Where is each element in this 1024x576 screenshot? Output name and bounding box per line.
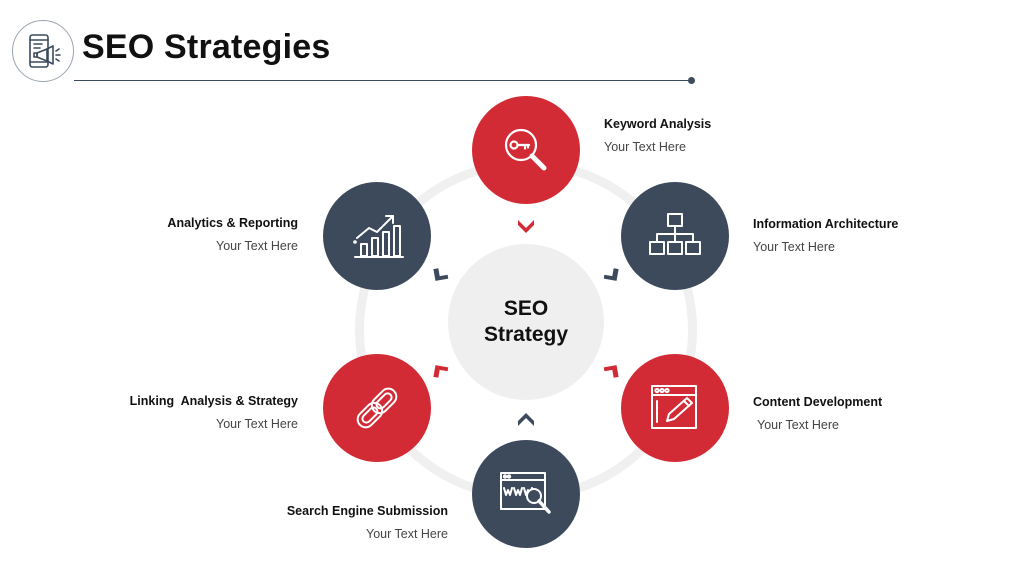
label-linking-analysis: Linking Analysis & Strategy Your Text He…: [58, 394, 298, 431]
label-search-engine-submission: Search Engine Submission Your Text Here: [208, 504, 448, 541]
node-subtitle: Your Text Here: [604, 140, 686, 154]
node-information-architecture: [621, 182, 729, 290]
center-hub: SEO Strategy: [448, 244, 604, 400]
chevron-corner-icon: [602, 364, 622, 384]
browser-pencil-icon: [651, 385, 697, 429]
node-title: Keyword Analysis: [604, 117, 712, 131]
center-title-line-1: SEO: [503, 297, 549, 320]
node-title: Information Architecture: [753, 217, 899, 231]
label-analytics-reporting: Analytics & Reporting Your Text Here: [58, 216, 298, 253]
title-divider-dot: [688, 77, 695, 84]
center-title-line-2: Strategy: [483, 323, 569, 346]
node-subtitle: Your Text Here: [366, 527, 448, 541]
label-information-architecture: Information Architecture Your Text Here: [753, 217, 993, 254]
chevron-corner-icon: [430, 364, 450, 384]
node-title: Content Development: [753, 395, 883, 409]
label-content-development: Content Development Your Text Here: [753, 395, 993, 432]
hierarchy-icon: [649, 213, 701, 255]
node-keyword-analysis: [472, 96, 580, 204]
node-content-development: [621, 354, 729, 462]
node-linking-analysis: [323, 354, 431, 462]
chevron-corner-icon: [430, 262, 450, 282]
node-subtitle: Your Text Here: [753, 240, 835, 254]
node-analytics-reporting: [323, 182, 431, 290]
node-title: Linking Analysis & Strategy: [129, 394, 298, 408]
chevron-down-icon: [516, 216, 536, 236]
chevron-up-icon: [516, 410, 536, 430]
node-title: Analytics & Reporting: [167, 216, 298, 230]
page-title: SEO Strategies: [82, 28, 331, 66]
label-keyword-analysis: Keyword Analysis Your Text Here: [604, 117, 844, 154]
node-subtitle: Your Text Here: [216, 417, 298, 431]
mobile-megaphone-icon: [12, 20, 74, 82]
growth-chart-icon: [353, 215, 404, 258]
chain-link-icon: [356, 387, 398, 429]
www-search-icon: [500, 472, 551, 514]
title-divider: [74, 80, 692, 81]
node-subtitle: Your Text Here: [757, 418, 839, 432]
node-search-engine-submission: [472, 440, 580, 548]
key-magnifier-icon: [504, 128, 547, 171]
node-subtitle: Your Text Here: [216, 239, 298, 253]
chevron-corner-icon: [602, 262, 622, 282]
node-title: Search Engine Submission: [286, 504, 448, 518]
